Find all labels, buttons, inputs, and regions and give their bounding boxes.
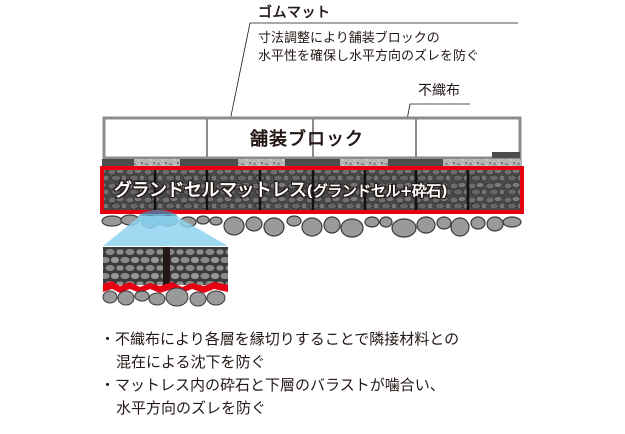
rubber-mat-description-line2: 水平性を確保し水平方向のズレを防ぐ	[258, 49, 480, 64]
paving-block-label: 舗装ブロック	[250, 129, 364, 150]
detail-inset	[102, 247, 228, 307]
mattress-label-sub: (グランドセル+砕石)	[306, 182, 448, 200]
paving-block-row	[102, 116, 522, 160]
note-2-line2: 水平方向のズレを防ぐ	[116, 399, 267, 417]
zoom-highlight	[103, 210, 228, 246]
note-1-line1: ・不織布により各層を縁切りすることで隣接材料との	[100, 330, 460, 348]
ground-cell-mattress	[100, 166, 524, 214]
note-1-line2: 混在による沈下を防ぐ	[116, 353, 266, 371]
rubber-mat-description: 寸法調整により舗装ブロックの 水平性を確保し水平方向のズレを防ぐ	[258, 30, 479, 66]
mattress-label-main: グランドセルマットレス	[114, 180, 307, 201]
rubber-mat-description-line1: 寸法調整により舗装ブロックの	[258, 31, 440, 46]
rubber-mat-layer	[102, 159, 522, 166]
notes-list: ・不織布により各層を縁切りすることで隣接材料との 混在による沈下を防ぐ ・マット…	[100, 328, 459, 420]
mattress-label: グランドセルマットレス(グランドセル+砕石)	[114, 176, 448, 202]
nonwoven-fabric-label: 不織布	[418, 83, 460, 99]
note-2-line1: ・マットレス内の砕石と下層のバラストが噛合い、	[100, 376, 445, 394]
rubber-mat-label: ゴムマット	[258, 5, 331, 21]
